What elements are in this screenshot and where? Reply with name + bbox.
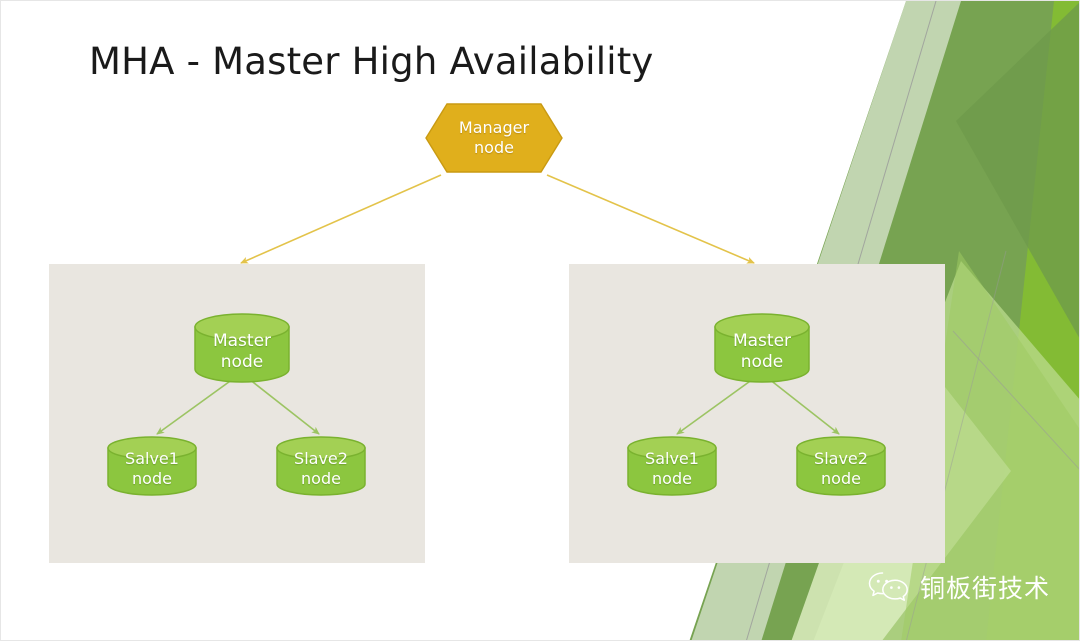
slave2-node-left-label: Slave2 node: [275, 435, 367, 497]
master-node-left-label-line1: Master: [212, 331, 272, 352]
slave2-node-right-label-line2: node: [821, 469, 861, 488]
slave2-node-left[interactable]: Slave2 node: [275, 435, 367, 497]
connector-manager-to-right-group: [546, 174, 755, 264]
manager-node-label: Manager node: [425, 103, 563, 173]
master-node-right-label: Master node: [713, 312, 811, 384]
cylinder-shape: [194, 313, 290, 383]
hexagon-shape: [425, 103, 563, 173]
cylinder-shape: [714, 313, 810, 383]
slave1-node-left-label-line1: Salve1: [125, 449, 179, 469]
master-node-left-label: Master node: [193, 312, 291, 384]
watermark-text: 铜板街技术: [920, 574, 1051, 603]
master-node-left-label-line2: node: [220, 352, 264, 372]
slave1-node-right[interactable]: Salve1 node: [626, 435, 718, 497]
manager-node[interactable]: Manager node: [425, 103, 563, 173]
slave1-node-left-label-line2: node: [132, 469, 172, 488]
watermark: 铜板街技术: [867, 569, 1050, 605]
master-node-left[interactable]: Master node: [193, 312, 291, 384]
datacenter-group-right: [569, 264, 945, 563]
cylinder-shape: [796, 436, 886, 496]
slave1-node-left[interactable]: Salve1 node: [106, 435, 198, 497]
slave2-node-left-label-line1: Slave2: [294, 449, 348, 469]
slave1-node-right-label: Salve1 node: [626, 435, 718, 497]
decor-green-dark-triangle: [956, 2, 1079, 338]
master-node-right[interactable]: Master node: [713, 312, 811, 384]
slave2-node-right[interactable]: Slave2 node: [795, 435, 887, 497]
master-node-right-label-line2: node: [740, 352, 784, 372]
master-node-right-label-line1: Master: [732, 331, 792, 352]
slave1-node-right-label-line2: node: [652, 469, 692, 488]
wechat-icon: [868, 572, 908, 601]
slave2-node-right-label: Slave2 node: [795, 435, 887, 497]
decor-green-lime-strip: [986, 1, 1079, 640]
slave2-node-right-label-line1: Slave2: [814, 449, 868, 469]
slave1-node-right-label-line1: Salve1: [645, 449, 699, 469]
page-title: MHA - Master High Availability: [89, 40, 654, 83]
datacenter-group-left: [49, 264, 425, 563]
slave1-node-left-label: Salve1 node: [106, 435, 198, 497]
slave2-node-left-label-line2: node: [301, 469, 341, 488]
manager-node-label-line2: node: [474, 138, 514, 157]
manager-node-label-line1: Manager: [458, 117, 530, 137]
connector-manager-to-left-group: [240, 174, 442, 264]
cylinder-shape: [627, 436, 717, 496]
cylinder-shape: [107, 436, 197, 496]
cylinder-shape: [276, 436, 366, 496]
decor-hairline-2: [952, 330, 1079, 470]
